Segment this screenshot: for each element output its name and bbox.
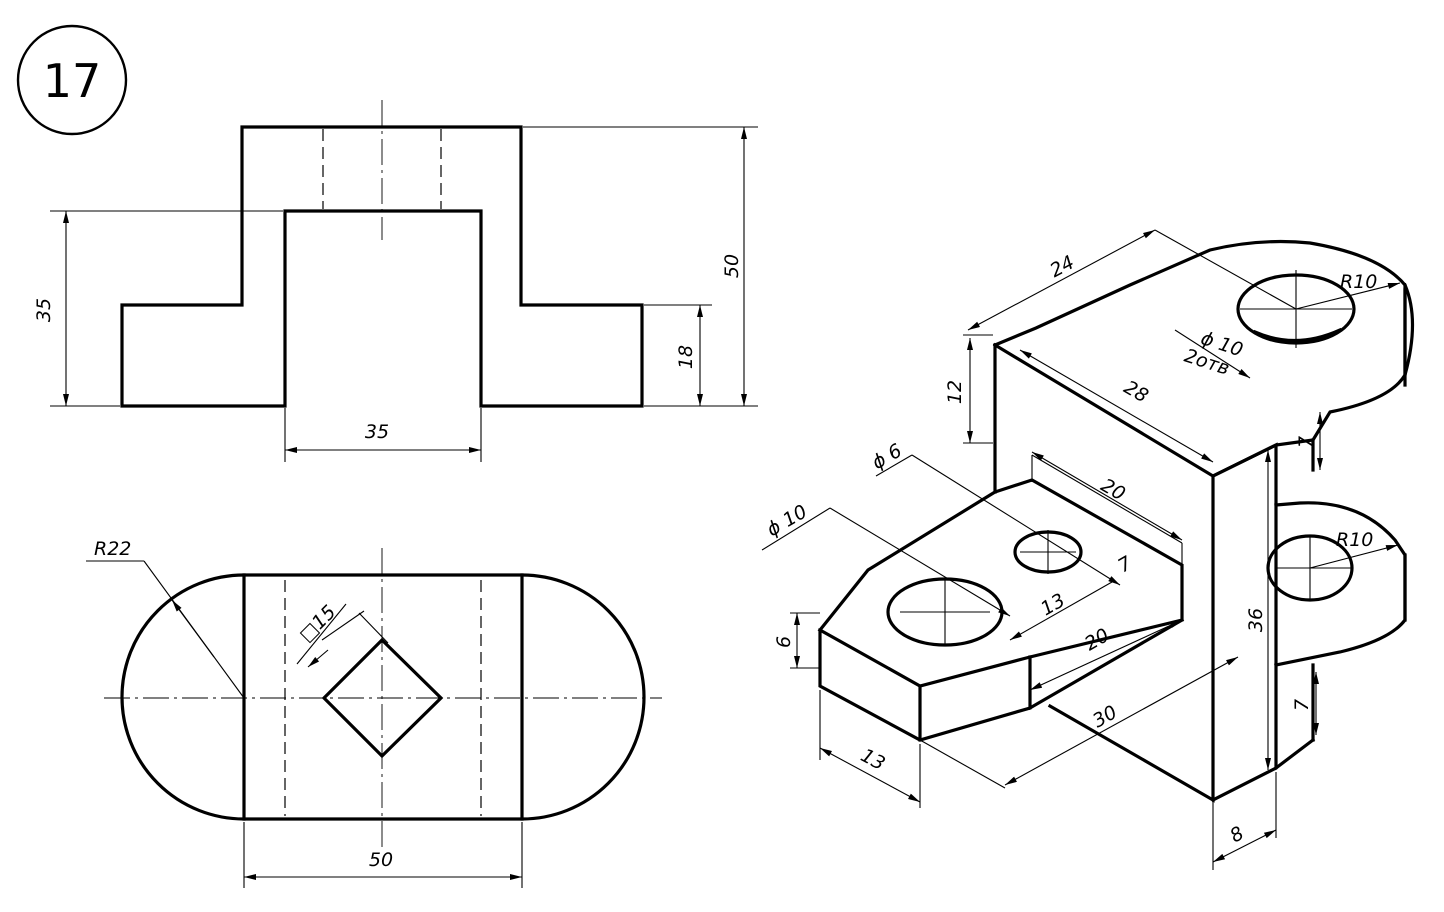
extension-line: [761, 507, 831, 551]
block-left-face: [992, 342, 1215, 803]
dimension-line: [911, 454, 1121, 586]
radius-arrow: [1309, 544, 1399, 569]
dim-20-low: 20: [1081, 624, 1113, 655]
radius-arrow: [171, 599, 215, 658]
dim-width-35: 35: [365, 421, 389, 443]
bottom-ear-outline: [1274, 501, 1407, 667]
dim-r10-top: R10: [1340, 271, 1377, 293]
dimension-line: [819, 747, 921, 803]
dim-height-50: 50: [721, 254, 743, 278]
dim-square-15: □15: [295, 601, 340, 646]
dimension-line: [1029, 619, 1183, 691]
top-view: R22 □15 50: [86, 538, 662, 888]
dim-height-18: 18: [675, 345, 697, 369]
top-view-outline: [120, 573, 646, 821]
radius-arrow: [1295, 282, 1401, 310]
front-view-outline: [120, 125, 644, 408]
extension-line: [875, 454, 913, 477]
dim-20-top: 20: [1097, 474, 1129, 505]
dim-24: 24: [1046, 251, 1078, 282]
dim-30: 30: [1089, 701, 1121, 732]
dim-8: 8: [1226, 822, 1247, 847]
dimension-line: [321, 610, 365, 641]
dimension-line: [1031, 451, 1183, 541]
front-view: 35 50 18 35: [33, 100, 758, 462]
dim-7-mid: 7: [1114, 552, 1135, 577]
dim-radius-r22: R22: [94, 538, 131, 560]
dim-28: 28: [1120, 376, 1152, 407]
top-ear-edge: [1402, 282, 1415, 377]
dim-13-mid: 13: [1037, 589, 1069, 620]
dim-width-50: 50: [369, 849, 393, 871]
drawing-number: 17: [43, 54, 102, 108]
dimension-arrow: [307, 649, 329, 668]
dimension-line: [829, 507, 1011, 617]
dim-7-low: 7: [1291, 699, 1313, 711]
dimension-line: [1004, 656, 1239, 786]
dim-7-top: 7: [1295, 436, 1317, 448]
dim-r10-low: R10: [1336, 529, 1373, 551]
dim-6: 6: [773, 636, 795, 648]
dim-36: 36: [1245, 608, 1267, 632]
extension-line: [1154, 229, 1297, 310]
dimension-line: [1019, 349, 1214, 463]
ear-edge: [1273, 737, 1316, 771]
drawing-number-badge: 17: [16, 24, 128, 136]
extension-line: [296, 603, 347, 665]
dim-12: 12: [944, 380, 966, 404]
drawing-number-circle: [16, 24, 128, 136]
dim-phi6: ϕ 6: [868, 440, 906, 474]
top-hole-inner: [1252, 327, 1343, 343]
dimension-line: [1212, 829, 1277, 863]
dimension-line: [967, 229, 1156, 331]
isometric-view: 24 R10 12 28 ϕ 10 2отв 7 ϕ 6 20 ϕ 10 7 1…: [761, 229, 1415, 870]
extension-line: [919, 739, 1006, 789]
dim-height-35: 35: [33, 298, 55, 322]
dimension-line: [1174, 329, 1251, 379]
dimension-line: [1009, 581, 1113, 641]
extension-line: [358, 612, 389, 644]
